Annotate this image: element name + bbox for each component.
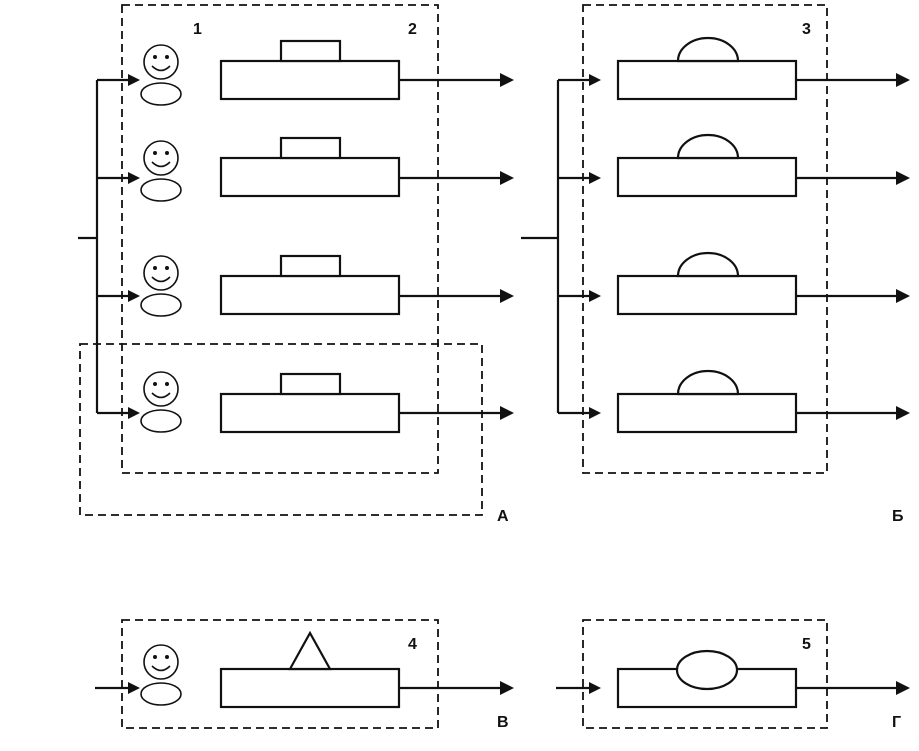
panel-label-g: Г [892, 714, 901, 731]
panel-label-a: А [497, 508, 509, 525]
machine-body [616, 156, 798, 198]
machine-rect-cap-icon [279, 136, 342, 160]
panel-b-dashed-frame [582, 4, 828, 474]
panel-v-dashed-frame [121, 619, 439, 729]
machine-label-3: 3 [802, 21, 811, 38]
smiley-worker-icon [140, 644, 182, 706]
panel-b-row-3 [558, 251, 910, 316]
machine-body [616, 392, 798, 434]
panel-a-row-2 [97, 136, 514, 202]
smiley-worker-icon [140, 44, 182, 106]
machine-body [219, 667, 401, 709]
panel-g: 5 Г [556, 619, 910, 731]
panel-label-b: Б [892, 508, 904, 525]
machine-dome-cap-icon [676, 36, 740, 63]
panel-b: 3 Б [521, 4, 910, 525]
machine-dome-cap-icon [676, 369, 740, 396]
panel-b-row-2 [558, 133, 910, 198]
machine-rect-cap-icon [279, 254, 342, 278]
machine-triangle-cap-icon [288, 630, 332, 671]
machine-body [616, 274, 798, 316]
panel-a-row-4 [97, 371, 514, 434]
smiley-worker-icon [140, 255, 182, 317]
machine-dome-cap-icon [676, 251, 740, 278]
panel-v: 4 В [95, 619, 514, 731]
panel-g-dashed-frame [582, 619, 828, 729]
smiley-worker-icon [140, 371, 182, 433]
panel-a-inner-dashed-frame [121, 4, 439, 474]
machine-rect-cap-icon [279, 372, 342, 396]
machine-label-2: 2 [408, 21, 417, 38]
panel-a-row-3 [97, 254, 514, 317]
smiley-worker-icon [140, 140, 182, 202]
panel-a-row-1 [97, 39, 514, 106]
machine-body [219, 392, 401, 434]
machine-body [219, 59, 401, 101]
machine-dome-cap-icon [676, 133, 740, 160]
machine-body [219, 156, 401, 198]
machine-label-5: 5 [802, 636, 811, 653]
machine-body [616, 59, 798, 101]
worker-label-1: 1 [193, 21, 202, 38]
machine-body [219, 274, 401, 316]
machine-ellipse-cap-icon [675, 649, 739, 691]
panel-b-row-4 [558, 369, 910, 434]
panel-b-row-1 [558, 36, 910, 101]
panel-label-v: В [497, 714, 509, 731]
panel-a-outer-dashed-frame [79, 343, 483, 516]
machine-rect-cap-icon [279, 39, 342, 63]
machine-label-4: 4 [408, 636, 417, 653]
panel-a: 1 2 А [78, 4, 514, 525]
